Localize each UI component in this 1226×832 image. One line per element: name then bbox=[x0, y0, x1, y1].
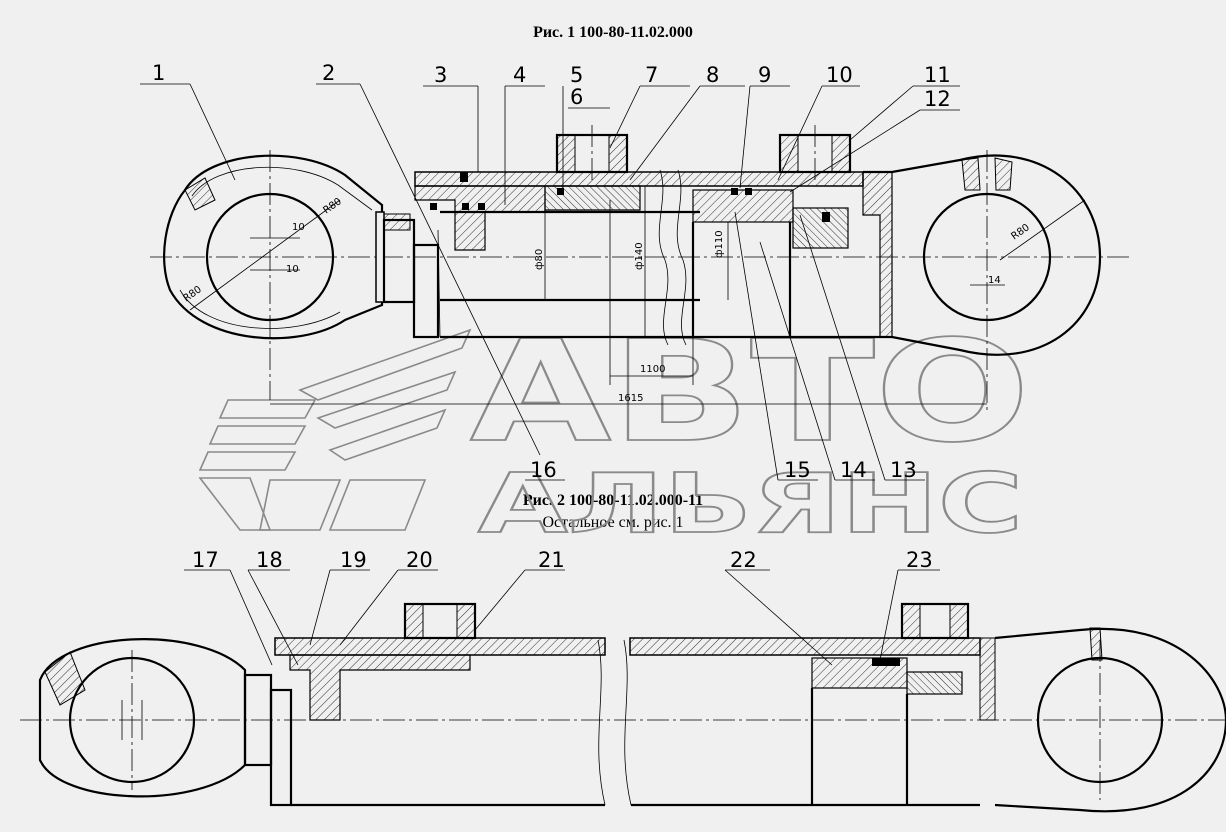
dimension-lines bbox=[189, 186, 1086, 405]
callout-5: 5 bbox=[570, 63, 583, 87]
dim-left-r1: R80 bbox=[321, 196, 343, 216]
figure-2-title: Рис. 2 100-80-11.02.000-11 bbox=[522, 492, 704, 509]
right-cylinder-eye bbox=[891, 150, 1102, 410]
callout-1: 1 bbox=[152, 61, 165, 85]
figure-1-title: Рис. 1 100-80-11.02.000 bbox=[533, 24, 693, 41]
figure-1-drawing: R80 R80 R80 10 10 14 ф80 ф140 ф110 1100 … bbox=[140, 61, 1130, 482]
left-rod-eye bbox=[163, 150, 385, 400]
callout-12: 12 bbox=[924, 87, 951, 111]
dim-offset-a: 10 bbox=[292, 222, 305, 233]
callout-14: 14 bbox=[840, 458, 867, 482]
rod-end-block bbox=[382, 213, 441, 339]
callout-11: 11 bbox=[924, 63, 951, 87]
dim-overall: 1615 bbox=[618, 393, 643, 404]
callout-19: 19 bbox=[340, 548, 367, 572]
callout-17: 17 bbox=[192, 548, 219, 572]
fig2-left-eye bbox=[38, 638, 247, 798]
dim-left-r2: R80 bbox=[181, 284, 203, 304]
watermark-logo: АВТО АЛЬЯНС bbox=[198, 310, 1031, 553]
cylinder-tube bbox=[414, 169, 893, 346]
watermark-text-top: АВТО bbox=[470, 311, 1030, 474]
figure-2-drawing: 17 18 19 20 21 22 23 bbox=[20, 548, 1226, 813]
dim-bore-dia: ф140 bbox=[634, 242, 645, 270]
callout-15: 15 bbox=[784, 458, 811, 482]
callout-18: 18 bbox=[256, 548, 283, 572]
watermark-chevron-icon bbox=[198, 328, 472, 531]
callout-6: 6 bbox=[570, 85, 583, 109]
callout-7: 7 bbox=[645, 63, 658, 87]
dim-stroke: 1100 bbox=[640, 364, 665, 375]
callout-4: 4 bbox=[513, 63, 526, 87]
callout-20: 20 bbox=[406, 548, 433, 572]
callout-3: 3 bbox=[434, 63, 447, 87]
callout-9: 9 bbox=[758, 63, 771, 87]
callout-23: 23 bbox=[906, 548, 933, 572]
dim-rod-dia: ф80 bbox=[534, 249, 545, 270]
figure-2-leaders bbox=[184, 569, 940, 666]
trunnion-blocks bbox=[555, 125, 852, 180]
callout-21: 21 bbox=[538, 548, 565, 572]
callout-2: 2 bbox=[322, 61, 335, 85]
callout-8: 8 bbox=[706, 63, 719, 87]
figure-1-leaders bbox=[140, 83, 960, 481]
dim-offset-b: 10 bbox=[286, 264, 299, 275]
watermark-text-bottom: АЛЬЯНС bbox=[478, 457, 1023, 552]
dim-piston-dia: ф110 bbox=[714, 230, 725, 258]
callout-13: 13 bbox=[890, 458, 917, 482]
figure-2-note: Остальное см. рис. 1 bbox=[542, 514, 684, 531]
callout-10: 10 bbox=[826, 63, 853, 87]
callout-16: 16 bbox=[530, 458, 557, 482]
callout-22: 22 bbox=[730, 548, 757, 572]
dim-lug-width: 14 bbox=[988, 275, 1001, 286]
